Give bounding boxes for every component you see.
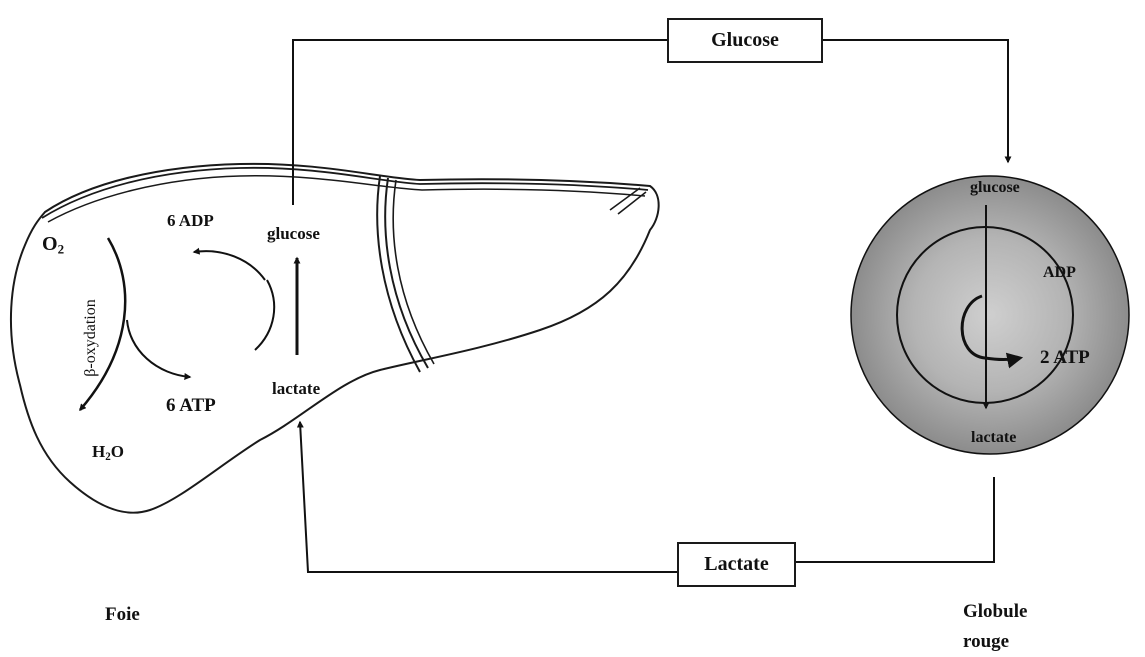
lactate-pathway	[300, 422, 994, 572]
rbc-caption-line2: rouge	[963, 627, 1027, 657]
rbc-lactate-label: lactate	[971, 430, 1016, 446]
liver-lactate-label: lactate	[272, 380, 320, 397]
h2o-label: H2O	[92, 443, 124, 463]
rbc-glucose-label: glucose	[970, 180, 1020, 196]
liver-glucose-label: glucose	[267, 225, 320, 242]
adp-label: 6 ADP	[167, 212, 214, 229]
o2-main: O	[42, 233, 58, 255]
beta-oxidation-label: β-oxydation	[83, 278, 99, 398]
lactate-box: Lactate	[677, 542, 796, 587]
glucose-pathway	[293, 40, 1008, 205]
atp-label: 6 ATP	[166, 396, 216, 415]
red-blood-cell	[851, 176, 1129, 454]
liver-caption: Foie	[105, 600, 140, 630]
adp-atp-cycle	[127, 251, 274, 377]
glucose-box: Glucose	[667, 18, 823, 63]
adp-atp-cycle-left-arc	[126, 252, 183, 318]
h2o-o: O	[111, 442, 124, 461]
o2-subscript: 2	[58, 241, 65, 256]
rbc-atp-label: 2 ATP	[1040, 348, 1090, 367]
o2-label: O2	[42, 234, 64, 255]
rbc-adp-label: ADP	[1043, 265, 1076, 281]
rbc-caption-line1: Globule	[963, 597, 1027, 627]
rbc-caption: Globule rouge	[963, 597, 1027, 657]
h2o-h: H	[92, 442, 105, 461]
